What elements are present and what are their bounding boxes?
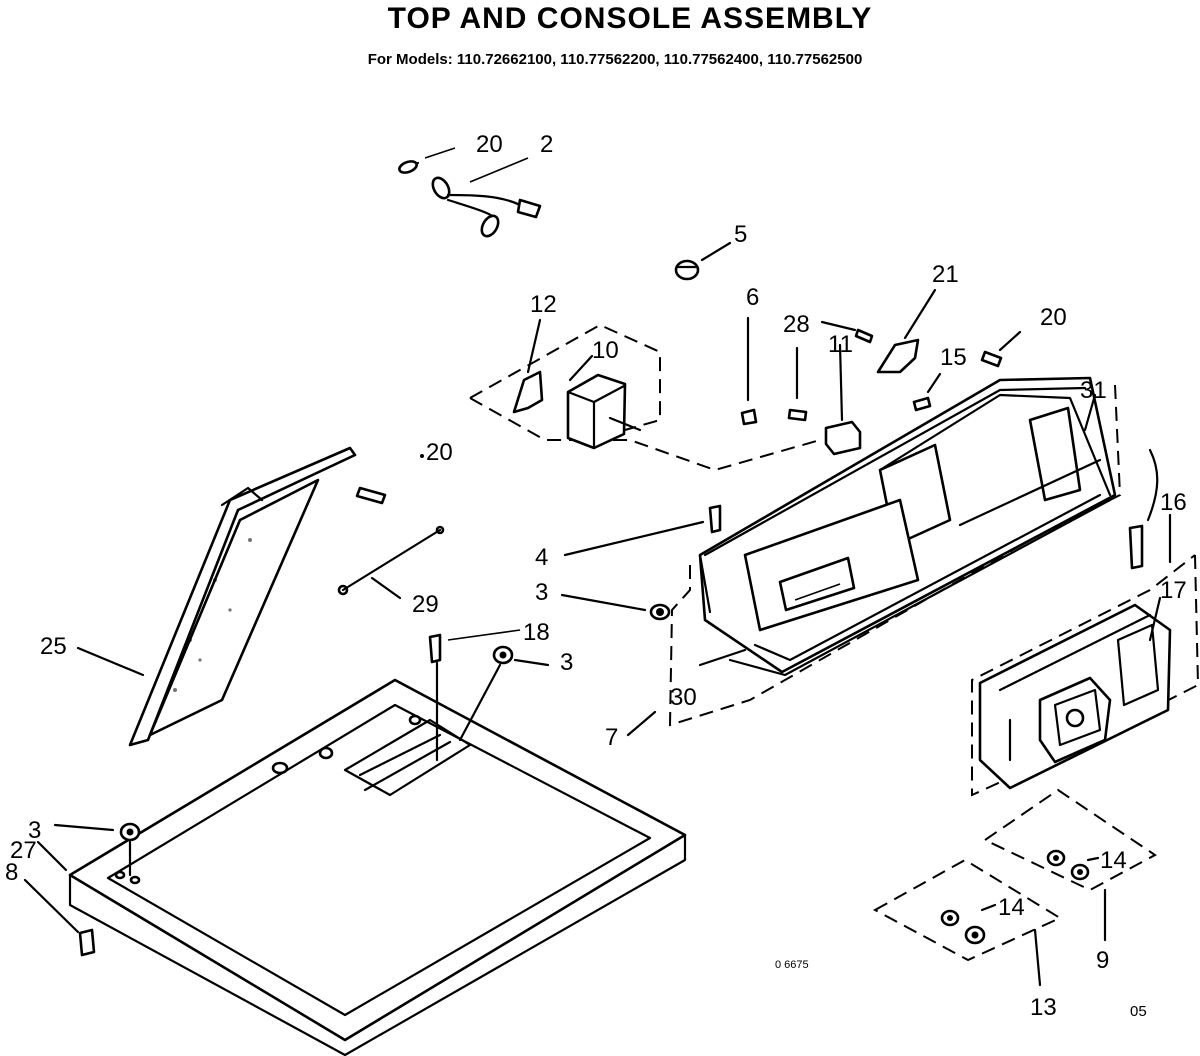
part-12-clip [512, 370, 544, 414]
callout-21: 21 [932, 261, 959, 288]
part-15-clip [912, 396, 932, 412]
part-14-nut-lower [940, 909, 986, 945]
part-25-lid [128, 446, 357, 747]
callout-14-upper: 14 [1100, 847, 1127, 874]
callout-7: 7 [605, 724, 618, 751]
callout-28: 28 [783, 311, 810, 338]
part-11-switch [824, 420, 862, 456]
callout-14-lower: 14 [998, 894, 1025, 921]
callout-5: 5 [734, 221, 747, 248]
callout-18: 18 [523, 619, 550, 646]
corner-code: 05 [1130, 1003, 1147, 1020]
models-subtitle: For Models: 110.72662100, 110.77562200, … [368, 51, 863, 68]
callout-13: 13 [1030, 994, 1057, 1021]
callout-16: 16 [1160, 489, 1187, 516]
part-16-screw [1128, 524, 1144, 570]
part-5-knob [674, 259, 700, 281]
callout-20-left: 20 [426, 439, 453, 466]
callout-3-left: 3 [28, 817, 41, 844]
callout-29: 29 [412, 591, 439, 618]
part-20-screw-right [980, 350, 1003, 368]
callout-12: 12 [530, 291, 557, 318]
part-10-timer [566, 373, 642, 450]
dashed-group-console [668, 384, 1122, 727]
dashed-group-timer [469, 323, 661, 431]
callout-20: 20 [476, 131, 503, 158]
part-20-screw-left [355, 486, 387, 505]
callout-20-right: 20 [1040, 304, 1067, 331]
part-2-wire-assembly [398, 160, 542, 238]
callout-3-top: 3 [560, 649, 573, 676]
part-6-screw [740, 408, 758, 426]
callout-9: 9 [1096, 947, 1109, 974]
callout-27: 27 [10, 837, 37, 864]
part-14-nut-upper [1046, 849, 1090, 881]
diagram-code: 0 6675 [775, 959, 809, 971]
callout-15: 15 [940, 344, 967, 371]
part-29-rod [337, 525, 445, 596]
callout-31: 31 [1080, 377, 1107, 404]
part-21-bracket [876, 338, 920, 374]
part-3-nut-console [649, 603, 671, 621]
part-18-screw [428, 633, 442, 664]
part-28-screw [854, 328, 874, 344]
part-31-console-panel [698, 376, 1117, 677]
top-panel [68, 678, 687, 1056]
part-17-control-board [978, 603, 1172, 790]
callout-17: 17 [1160, 577, 1187, 604]
part-20-screw-mid [787, 408, 808, 422]
part-4-screw [708, 504, 722, 534]
diagram-title: TOP AND CONSOLE ASSEMBLY [388, 2, 873, 35]
part-3-nut-top [492, 645, 514, 665]
callout-4: 4 [535, 544, 548, 571]
callout-8: 8 [5, 859, 18, 886]
callout-6: 6 [746, 284, 759, 311]
callout-25: 25 [40, 633, 67, 660]
callout-11: 11 [828, 331, 853, 358]
callout-3-console: 3 [535, 579, 548, 606]
callout-2: 2 [540, 131, 553, 158]
dashed-group-13 [872, 858, 1063, 962]
callout-30: 30 [670, 684, 697, 711]
callout-10: 10 [592, 337, 619, 364]
dashed-group-9 [983, 788, 1157, 892]
part-3-nut-left [119, 822, 141, 842]
dashed-group-control-panel [971, 554, 1200, 797]
part-8-screw [78, 928, 96, 957]
